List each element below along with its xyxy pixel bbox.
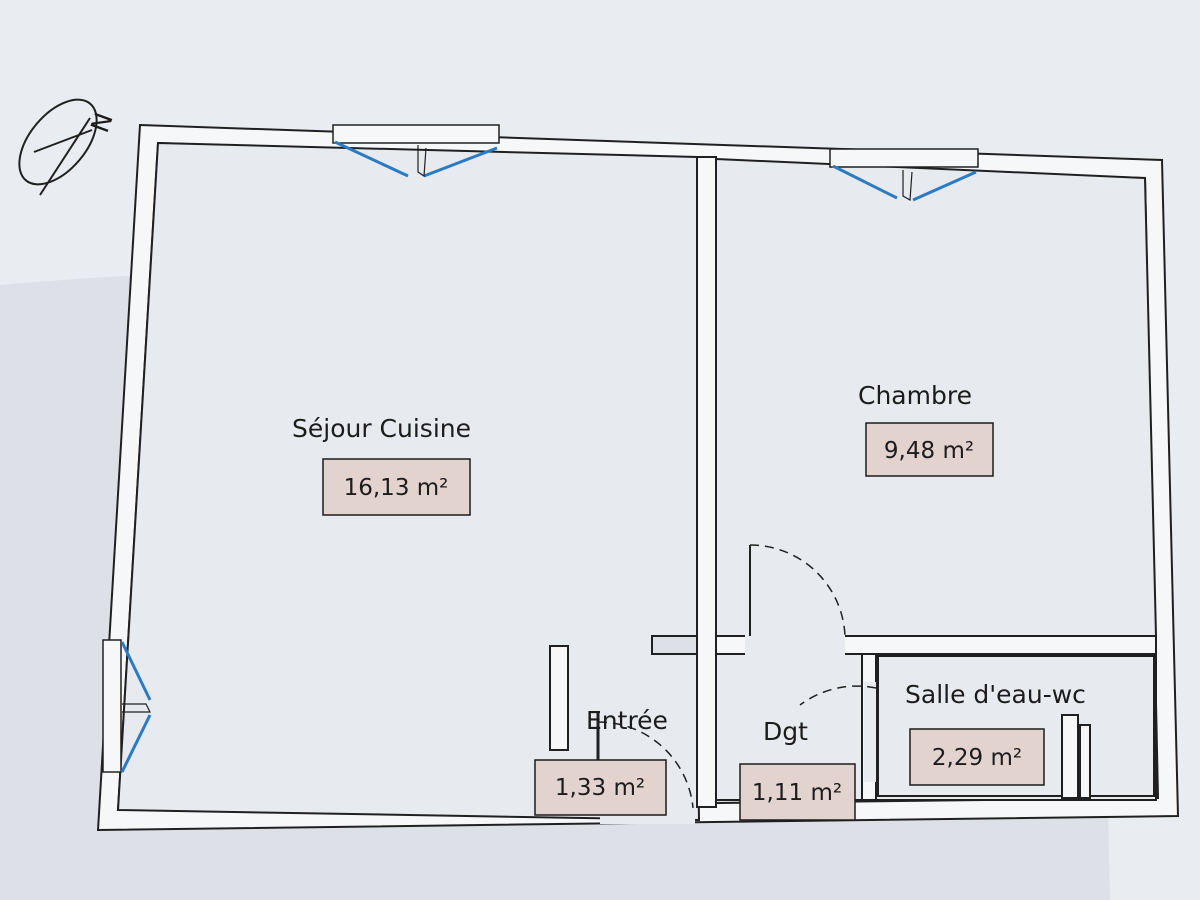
label-sejour-cuisine: Séjour Cuisine <box>292 414 471 443</box>
window-sejour-top <box>332 124 500 178</box>
area-box-salle-eau-wc <box>909 728 1045 786</box>
salle-door-opening <box>864 682 876 782</box>
area-salle-eau-wc: 2,29 m² <box>932 745 1022 771</box>
chambre-door-opening <box>745 634 845 656</box>
salle-stub-wall-2 <box>1079 724 1091 799</box>
salle-stub-wall <box>1061 714 1079 799</box>
label-chambre: Chambre <box>858 381 972 410</box>
area-box-sejour-cuisine <box>322 458 471 516</box>
label-dgt: Dgt <box>763 717 808 746</box>
window-chambre-top <box>829 148 979 202</box>
salle-inner-outline <box>877 655 1155 797</box>
chambre-door-swing <box>749 544 846 637</box>
label-entree: Entrée <box>586 706 668 735</box>
area-box-chambre <box>865 422 994 477</box>
entry-stub-wall <box>549 645 569 751</box>
area-dgt: 1,11 m² <box>752 780 842 806</box>
partition-wall-center <box>696 156 717 808</box>
area-sejour-cuisine: 16,13 m² <box>344 475 449 501</box>
salle-door-swing <box>799 685 877 706</box>
area-chambre: 9,48 m² <box>884 438 974 464</box>
area-box-entree <box>534 759 667 816</box>
area-entree: 1,33 m² <box>555 775 645 801</box>
area-box-dgt <box>739 763 856 821</box>
label-salle-eau-wc: Salle d'eau-wc <box>905 680 1086 709</box>
window-sejour-left <box>102 639 152 773</box>
entrance-door-swing <box>597 721 694 809</box>
